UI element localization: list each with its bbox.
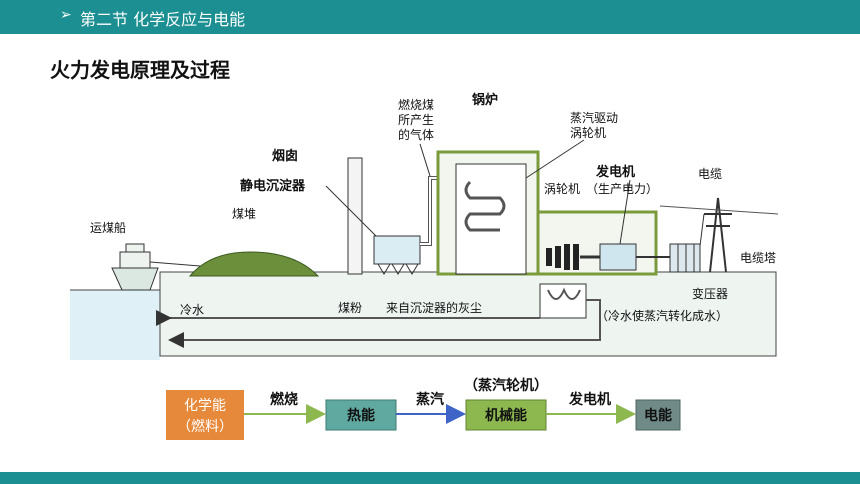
cable-tower bbox=[659, 197, 779, 273]
label-chimney: 烟囱 bbox=[272, 148, 298, 164]
arrow-steam-label: 蒸汽 bbox=[416, 391, 444, 408]
water bbox=[70, 290, 160, 360]
label-cold-water: 冷水 bbox=[180, 303, 204, 317]
label-cable-tower: 电缆塔 bbox=[740, 251, 776, 265]
box-electric-label: 电能 bbox=[644, 407, 672, 424]
generator bbox=[599, 243, 637, 271]
arrow-generator-label: 发电机 bbox=[568, 391, 611, 408]
turbine bbox=[546, 244, 579, 270]
box-mechanical-label: 机械能 bbox=[485, 407, 527, 424]
label-gas-1: 燃烧煤 bbox=[398, 97, 434, 112]
box-heat-energy bbox=[325, 399, 397, 431]
top-bar: ➢ 第二节 化学反应与电能 bbox=[0, 0, 860, 34]
label-condense: （冷水使蒸汽转化成水） bbox=[596, 308, 728, 323]
label-turbine: 涡轮机 bbox=[544, 182, 580, 196]
label-coal-ship: 运煤船 bbox=[90, 221, 126, 235]
condenser bbox=[539, 283, 587, 319]
label-transformer: 变压器 bbox=[692, 286, 728, 301]
label-cable: 电缆 bbox=[698, 167, 722, 181]
box-electric-energy bbox=[635, 399, 681, 431]
label-coal-pile: 煤堆 bbox=[232, 207, 256, 221]
label-gas-2: 所产生 bbox=[398, 113, 434, 127]
arrow-combustion-label: 燃烧 bbox=[270, 391, 298, 408]
label-dust: 来自沉淀器的灰尘 bbox=[386, 300, 482, 315]
return-water-pipe bbox=[168, 299, 601, 348]
coal-ship bbox=[111, 243, 201, 291]
label-gas-3: 的气体 bbox=[398, 127, 434, 142]
label-generator: 发电机 bbox=[595, 164, 635, 180]
label-precipitator: 静电沉淀器 bbox=[240, 178, 306, 194]
box-chemical-sub: （燃料） bbox=[177, 418, 233, 435]
box-chemical-energy bbox=[166, 390, 244, 440]
coal-pile bbox=[188, 251, 320, 277]
section-title: 第二节 化学反应与电能 bbox=[80, 10, 246, 29]
label-steam-1: 蒸汽驱动 bbox=[570, 110, 618, 125]
turbine-note-label: （蒸汽轮机） bbox=[464, 377, 548, 394]
box-chemical-label: 化学能 bbox=[184, 398, 226, 414]
page-heading: 火力发电原理及过程 bbox=[50, 58, 230, 82]
box-heat-label: 热能 bbox=[347, 407, 375, 424]
energy-flow: 化学能 （燃料） 燃烧 热能 蒸汽 （蒸汽轮机） 机械能 发电机 电能 bbox=[166, 377, 681, 440]
transformer bbox=[669, 243, 701, 273]
label-generator-note: （生产电力） bbox=[586, 182, 658, 196]
chimney bbox=[347, 157, 363, 275]
precipitator bbox=[373, 235, 421, 275]
label-steam-2: 涡轮机 bbox=[570, 126, 606, 140]
bullet-arrow-icon: ➢ bbox=[60, 7, 72, 23]
label-boiler: 锅炉 bbox=[472, 92, 498, 108]
bottom-bar bbox=[0, 472, 860, 484]
label-coal-powder: 煤粉 bbox=[338, 301, 362, 315]
